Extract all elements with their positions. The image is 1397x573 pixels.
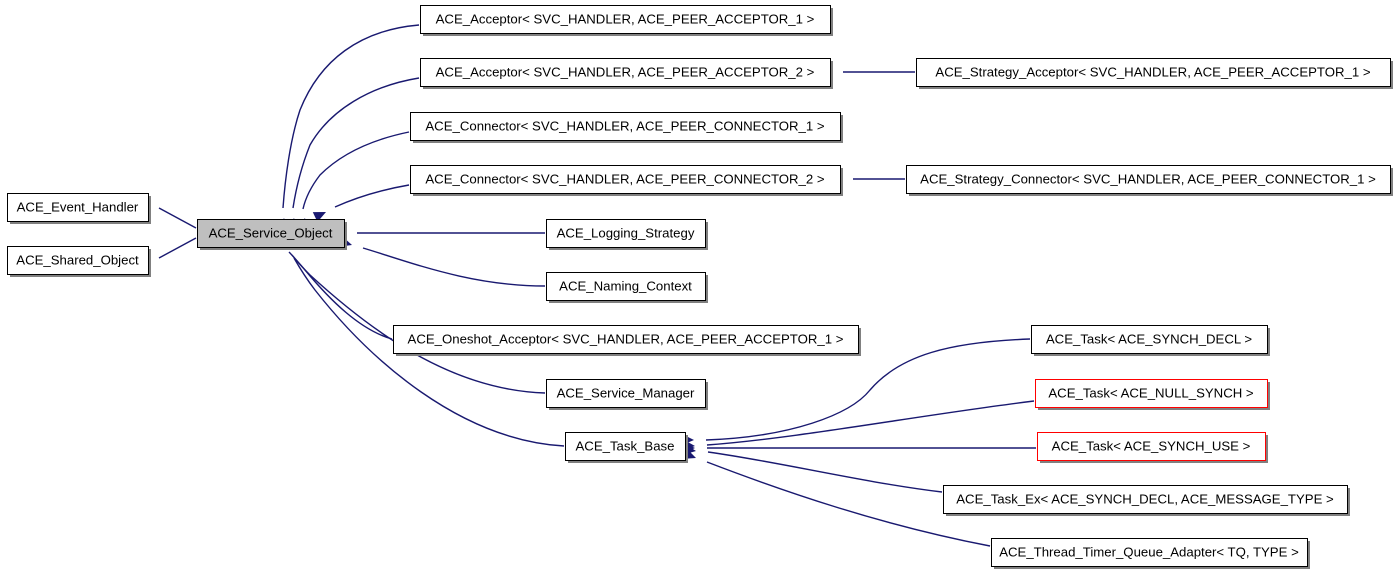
node-label: ACE_Service_Manager	[557, 385, 695, 400]
node-box[interactable]	[7, 246, 149, 275]
node-label: ACE_Service_Object	[209, 225, 333, 240]
node-box[interactable]	[1037, 432, 1266, 461]
node-ace-event-handler[interactable]: ACE_Event_Handler	[7, 193, 152, 225]
node-ace-task-synch-decl[interactable]: ACE_Task< ACE_SYNCH_DECL >	[1031, 325, 1271, 357]
edge-path	[158, 237, 197, 259]
node-label: ACE_Naming_Context	[559, 278, 692, 293]
node-box[interactable]	[393, 325, 859, 354]
edge-connector-1-to-service-object	[296, 131, 410, 231]
node-ace-connector-2[interactable]: ACE_Connector< SVC_HANDLER, ACE_PEER_CON…	[410, 165, 844, 197]
node-box[interactable]	[943, 485, 1348, 514]
node-ace-acceptor-1[interactable]: ACE_Acceptor< SVC_HANDLER, ACE_PEER_ACCE…	[420, 5, 834, 37]
node-ace-task-ex[interactable]: ACE_Task_Ex< ACE_SYNCH_DECL, ACE_MESSAGE…	[943, 485, 1351, 517]
node-box[interactable]	[565, 432, 686, 461]
node-ace-task-synch-use[interactable]: ACE_Task< ACE_SYNCH_USE >	[1037, 432, 1269, 464]
node-label: ACE_Strategy_Acceptor< SVC_HANDLER, ACE_…	[935, 64, 1370, 79]
node-box[interactable]	[197, 219, 345, 248]
node-ace-acceptor-2[interactable]: ACE_Acceptor< SVC_HANDLER, ACE_PEER_ACCE…	[420, 58, 834, 90]
node-box[interactable]	[546, 379, 706, 408]
node-ace-service-object[interactable]: ACE_Service_Object	[197, 219, 348, 251]
node-box[interactable]	[410, 112, 841, 141]
node-label: ACE_Task< ACE_SYNCH_DECL >	[1046, 331, 1252, 346]
edge-service-manager-to-service-object	[272, 234, 546, 394]
node-label: ACE_Connector< SVC_HANDLER, ACE_PEER_CON…	[425, 171, 825, 186]
node-box[interactable]	[420, 58, 831, 87]
node-label: ACE_Acceptor< SVC_HANDLER, ACE_PEER_ACCE…	[436, 64, 815, 79]
node-label: ACE_Event_Handler	[17, 199, 139, 214]
node-label: ACE_Task_Ex< ACE_SYNCH_DECL, ACE_MESSAGE…	[956, 491, 1334, 506]
edge-path	[302, 131, 410, 210]
node-ace-service-manager[interactable]: ACE_Service_Manager	[546, 379, 709, 411]
edge-connector-2-to-service-object	[312, 184, 410, 223]
edge-path	[158, 207, 197, 229]
node-box[interactable]	[410, 165, 841, 194]
node-box[interactable]	[1035, 379, 1268, 408]
edge-path	[293, 257, 565, 447]
node-box[interactable]	[916, 58, 1391, 87]
edge-path	[292, 77, 420, 209]
node-ace-strategy-acceptor[interactable]: ACE_Strategy_Acceptor< SVC_HANDLER, ACE_…	[916, 58, 1394, 90]
node-label: ACE_Task< ACE_NULL_SYNCH >	[1048, 385, 1254, 400]
node-label: ACE_Task< ACE_SYNCH_USE >	[1052, 438, 1251, 453]
node-label: ACE_Strategy_Connector< SVC_HANDLER, ACE…	[920, 171, 1376, 186]
node-ace-task-null-synch[interactable]: ACE_Task< ACE_NULL_SYNCH >	[1035, 379, 1271, 411]
edge-task-synch-use-to-task-base	[683, 442, 1036, 454]
edge-acceptor-2-to-service-object	[287, 77, 420, 231]
node-ace-logging-strategy[interactable]: ACE_Logging_Strategy	[546, 219, 709, 251]
node-box[interactable]	[906, 165, 1391, 194]
node-ace-thread-timer-queue-adapter[interactable]: ACE_Thread_Timer_Queue_Adapter< TQ, TYPE…	[991, 538, 1311, 570]
node-ace-strategy-connector[interactable]: ACE_Strategy_Connector< SVC_HANDLER, ACE…	[906, 165, 1394, 197]
node-label: ACE_Task_Base	[576, 438, 675, 453]
node-label: ACE_Logging_Strategy	[557, 225, 695, 240]
node-ace-naming-context[interactable]: ACE_Naming_Context	[546, 272, 709, 304]
node-label: ACE_Oneshot_Acceptor< SVC_HANDLER, ACE_P…	[408, 331, 844, 346]
edge-logging-strategy-to-service-object	[334, 227, 545, 239]
edge-path	[282, 24, 420, 209]
node-label: ACE_Thread_Timer_Queue_Adapter< TQ, TYPE…	[999, 544, 1299, 559]
edge-path	[706, 461, 991, 547]
node-label: ACE_Acceptor< SVC_HANDLER, ACE_PEER_ACCE…	[436, 11, 815, 26]
edge-path	[707, 451, 943, 493]
node-box[interactable]	[420, 5, 831, 34]
node-ace-shared-object[interactable]: ACE_Shared_Object	[7, 246, 152, 278]
edge-path	[288, 251, 393, 340]
edge-path	[706, 400, 1035, 446]
edge-path	[291, 254, 546, 394]
node-box[interactable]	[546, 219, 706, 248]
node-label: ACE_Connector< SVC_HANDLER, ACE_PEER_CON…	[425, 118, 825, 133]
arrowhead-icon	[312, 212, 326, 223]
edge-acceptor-1-to-service-object	[277, 24, 420, 231]
node-ace-connector-1[interactable]: ACE_Connector< SVC_HANDLER, ACE_PEER_CON…	[410, 112, 844, 144]
nodes-layer: ACE_Event_HandlerACE_Shared_ObjectACE_Se…	[7, 5, 1394, 570]
node-ace-oneshot-acceptor[interactable]: ACE_Oneshot_Acceptor< SVC_HANDLER, ACE_P…	[393, 325, 862, 357]
edge-path	[334, 184, 410, 208]
edge-naming-context-to-service-object	[338, 236, 546, 287]
edge-path	[705, 338, 1031, 441]
edge-strategy-acceptor-to-acceptor-2	[820, 66, 915, 78]
node-box[interactable]	[1031, 325, 1268, 354]
node-box[interactable]	[7, 193, 149, 222]
node-box[interactable]	[991, 538, 1308, 567]
node-ace-task-base[interactable]: ACE_Task_Base	[565, 432, 689, 464]
node-label: ACE_Shared_Object	[16, 252, 139, 267]
edge-task-null-synch-to-task-base	[682, 400, 1035, 451]
node-box[interactable]	[546, 272, 706, 301]
edge-path	[362, 247, 546, 287]
